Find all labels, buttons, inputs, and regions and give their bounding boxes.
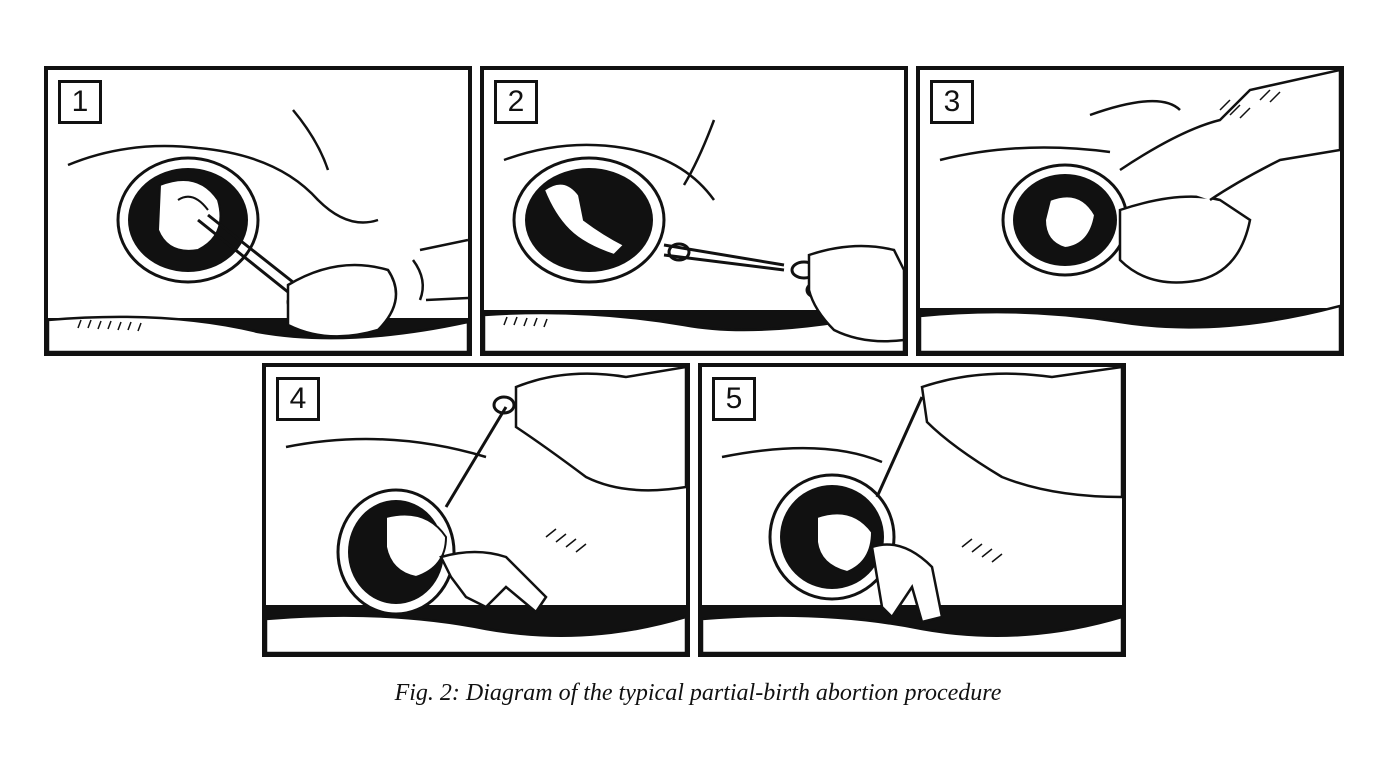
step-3-illustration <box>920 70 1340 352</box>
panel-step-2: 2 <box>480 66 908 356</box>
step-2-illustration <box>484 119 904 352</box>
step-number-2: 2 <box>494 80 538 124</box>
step-number-1: 1 <box>58 80 102 124</box>
step-number-5: 5 <box>712 377 756 421</box>
figure-caption: Fig. 2: Diagram of the typical partial-b… <box>394 680 1002 706</box>
panel-step-5: 5 <box>698 363 1126 657</box>
step-5-illustration <box>702 367 1122 653</box>
panel-step-1: 1 <box>44 66 472 356</box>
panel-step-3: 3 <box>916 66 1344 356</box>
step-number-4: 4 <box>276 377 320 421</box>
step-4-illustration <box>266 367 686 653</box>
panel-step-4: 4 <box>262 363 690 657</box>
step-number-3: 3 <box>930 80 974 124</box>
step-1-illustration <box>48 109 468 352</box>
